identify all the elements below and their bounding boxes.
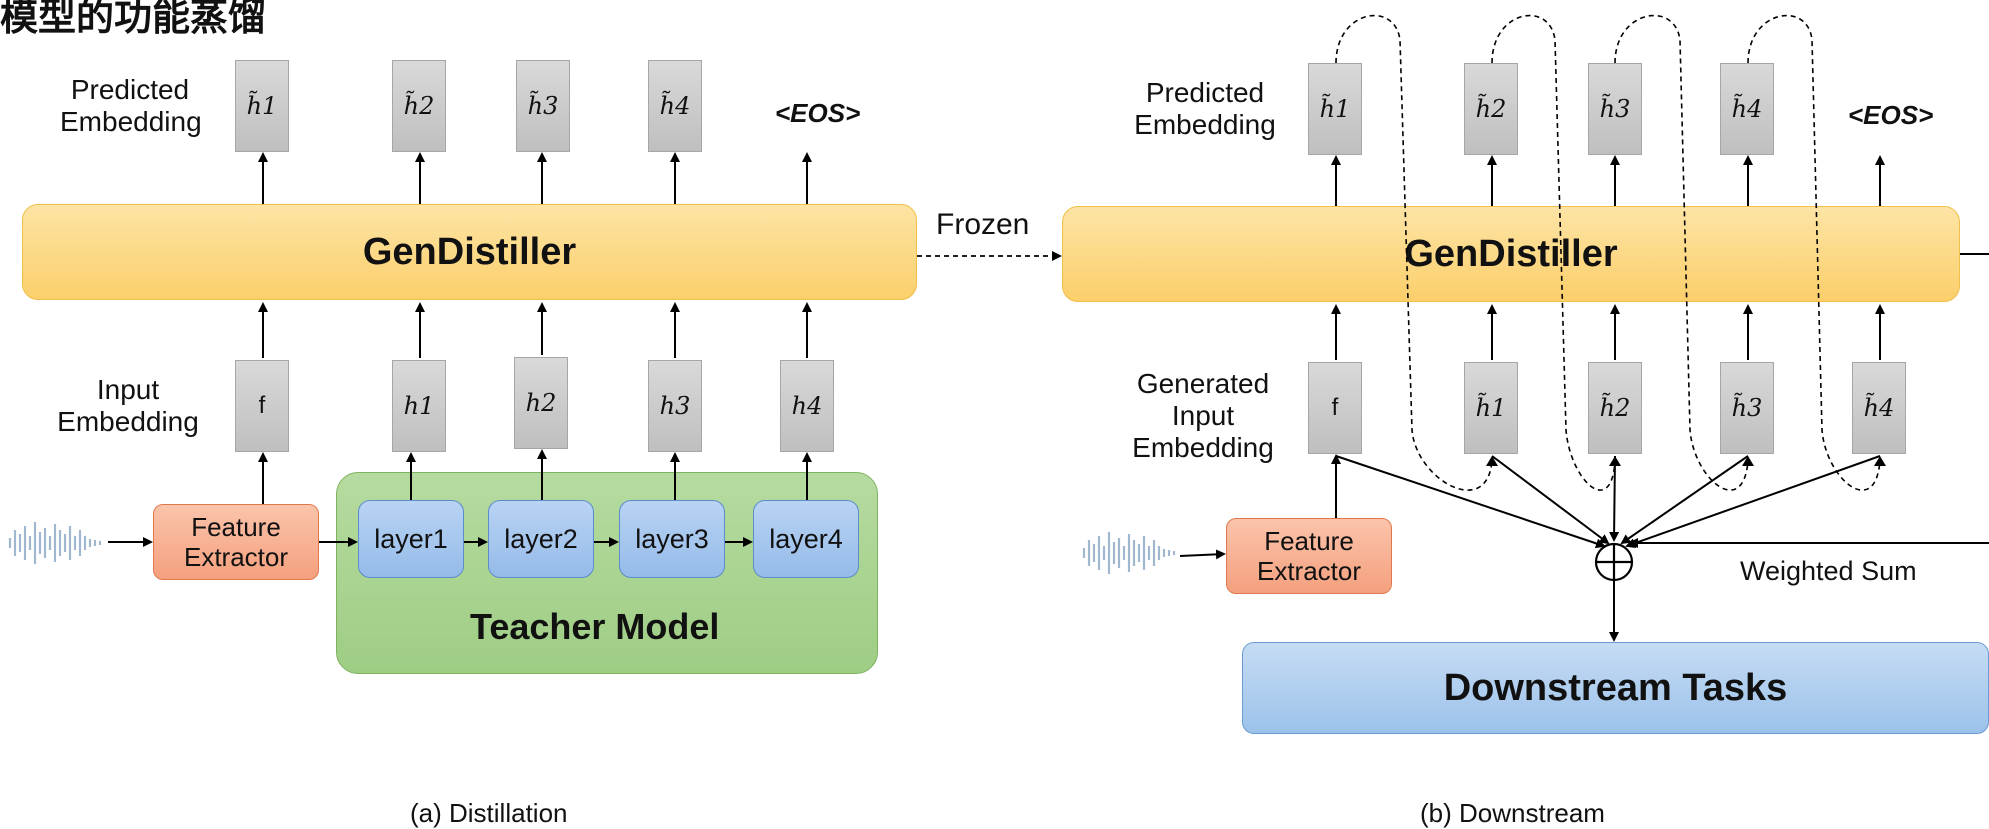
teacher-layer-4: layer4: [753, 500, 859, 578]
teacher-layer-2: layer2: [488, 500, 594, 578]
caption-distillation: (a) Distillation: [410, 798, 568, 828]
input-embedding-a-h2: h2: [514, 357, 568, 449]
predicted-embedding-b-1: h̃1: [1308, 63, 1362, 155]
predicted-embedding-b-3: h̃3: [1588, 63, 1642, 155]
predicted-embedding-b-2: h̃2: [1464, 63, 1518, 155]
eos-token-a: <EOS>: [775, 98, 861, 128]
input-embedding-b-4: h̃4: [1852, 362, 1906, 454]
predicted-embedding-a-1: h̃1: [235, 60, 289, 152]
teacher-layer-1: layer1: [358, 500, 464, 578]
predicted-embedding-a-2: h̃2: [392, 60, 446, 152]
weighted-sum-label: Weighted Sum: [1740, 556, 1917, 586]
input-embedding-a-h3: h3: [648, 360, 702, 452]
input-embedding-b-3: h̃3: [1720, 362, 1774, 454]
predicted-embedding-a-3: h̃3: [516, 60, 570, 152]
feature-extractor-b: Feature Extractor: [1226, 518, 1392, 594]
predicted-embedding-a-4: h̃4: [648, 60, 702, 152]
predicted-embedding-b-4: h̃4: [1720, 63, 1774, 155]
figure-title-fragment: 模型的功能蒸馏: [0, 0, 267, 39]
downstream-tasks-block: Downstream Tasks: [1242, 642, 1989, 734]
eos-token-b: <EOS>: [1848, 100, 1934, 130]
predicted-embedding-label-b: Predicted Embedding: [1134, 77, 1276, 140]
input-embedding-a-h4: h4: [780, 360, 834, 452]
input-embedding-b-2: h̃2: [1588, 362, 1642, 454]
frozen-label: Frozen: [936, 208, 1030, 241]
teacher-model-label: Teacher Model: [470, 606, 720, 647]
generated-input-embedding-label: Generated Input Embedding: [1132, 368, 1274, 463]
input-embedding-b-1: h̃1: [1464, 362, 1518, 454]
autoregressive-feedback-lines: [1335, 14, 1881, 491]
weighted-sum-operator: [1594, 542, 1634, 582]
audio-waveform-icon-b: [1082, 532, 1176, 574]
input-embedding-a-h1: h1: [392, 360, 446, 452]
input-embedding-b-f: f: [1308, 362, 1362, 454]
gendistiller-block-b: GenDistiller: [1062, 206, 1960, 302]
input-embedding-a-f: f: [235, 360, 289, 452]
teacher-layer-3: layer3: [619, 500, 725, 578]
feature-extractor-a: Feature Extractor: [153, 504, 319, 580]
predicted-embedding-label-a: Predicted Embedding: [60, 74, 202, 137]
caption-downstream: (b) Downstream: [1420, 798, 1605, 828]
input-embedding-label-a: Input Embedding: [57, 374, 199, 437]
gendistiller-block-a: GenDistiller: [22, 204, 917, 300]
audio-waveform-icon-a: [8, 522, 102, 564]
